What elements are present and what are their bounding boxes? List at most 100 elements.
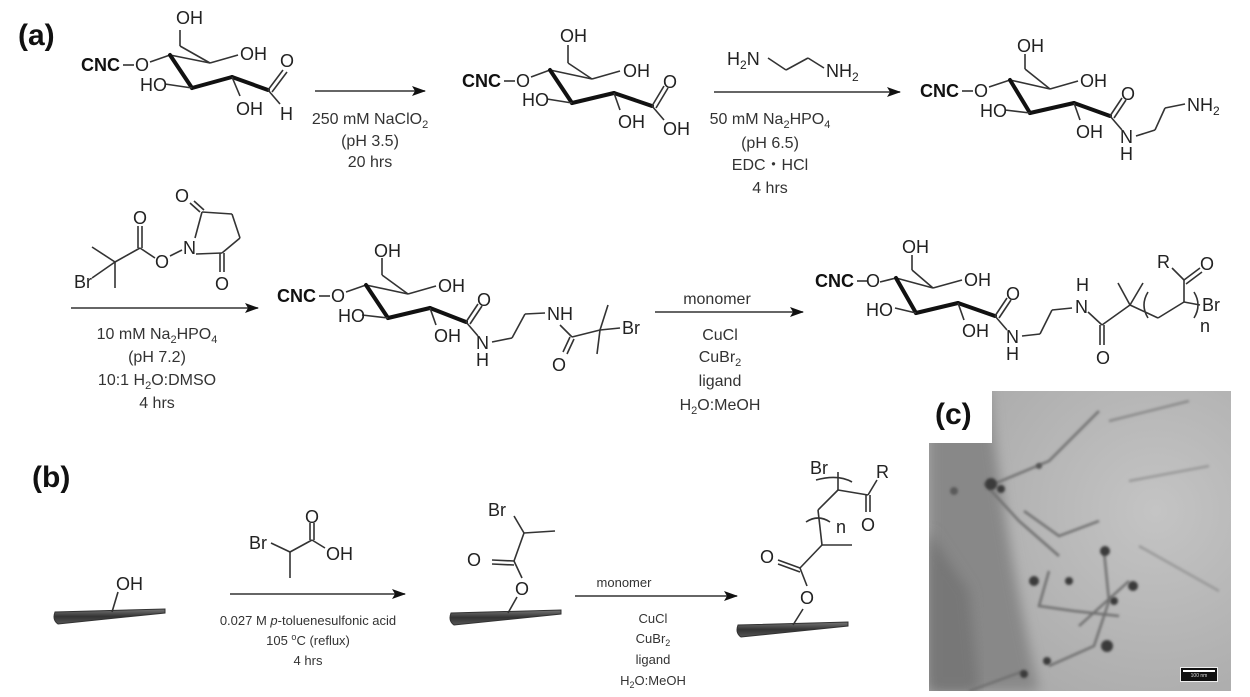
svg-text:10 mM Na2HPO4: 10 mM Na2HPO4 [97,326,218,346]
svg-text:OH: OH [663,119,690,139]
svg-text:OH: OH [560,26,587,46]
svg-text:250 mM NaClO2: 250 mM NaClO2 [312,111,428,131]
molecule-cnc-carboxylic-acid: CNC O OH OH HO OH O OH [462,26,690,139]
svg-text:O: O [467,550,481,570]
svg-text:OH: OH [1080,71,1107,91]
ethylenediamine-reagent: H2N NH2 [727,49,859,84]
svg-text:O: O [552,355,566,375]
svg-text:Br: Br [810,458,828,478]
svg-text:HO: HO [866,300,893,320]
svg-text:O: O [866,271,880,291]
svg-text:n: n [1200,316,1210,336]
svg-text:R: R [876,462,889,482]
svg-text:O: O [1096,348,1110,368]
svg-text:O: O [331,286,345,306]
svg-text:OH: OH [964,270,991,290]
bromopropionic-acid-reagent: Br O OH [249,507,353,578]
svg-text:O: O [1200,254,1214,274]
svg-text:Br: Br [249,533,267,553]
svg-text:O: O [760,547,774,567]
svg-text:Br: Br [74,272,92,292]
svg-text:O: O [133,208,147,228]
svg-text:Br: Br [1202,295,1220,315]
svg-text:OH: OH [623,61,650,81]
svg-text:OH: OH [1076,122,1103,142]
molecule-cnc-polymer-grafted: CNC O OH OH HO OH O N H H N O [815,237,1220,368]
tem-label-background [929,391,992,443]
svg-text:H: H [1120,144,1133,164]
svg-text:NH2: NH2 [826,61,859,84]
svg-text:O: O [1121,84,1135,104]
svg-text:0.027 M p-toluenesulfonic acid: 0.027 M p-toluenesulfonic acid [220,613,396,628]
svg-text:H2O:MeOH: H2O:MeOH [680,397,761,417]
svg-text:H2O:MeOH: H2O:MeOH [620,673,686,690]
svg-text:n: n [836,517,846,537]
svg-text:OH: OH [1017,36,1044,56]
svg-text:H2N: H2N [727,49,760,72]
svg-text:NH2: NH2 [1187,95,1220,118]
svg-text:OH: OH [374,241,401,261]
molecule-cnc-macroinitiator: CNC O OH OH HO OH O N H NH O Br [277,241,640,375]
svg-text:H: H [280,104,293,124]
conditions-b1: 0.027 M p-toluenesulfonic acid 105 oC (r… [220,613,396,668]
svg-text:O: O [215,274,229,294]
svg-text:H: H [476,350,489,370]
svg-text:O: O [974,81,988,101]
svg-text:4 hrs: 4 hrs [752,180,788,197]
svg-text:(pH 6.5): (pH 6.5) [741,135,799,152]
cnc-label: CNC [81,55,120,75]
svg-text:CuCl: CuCl [702,327,738,344]
tem-image-content [929,391,1231,691]
svg-text:H: H [1006,344,1019,364]
svg-text:OH: OH [176,8,203,28]
conditions-a4-monomer: monomer [683,291,751,308]
svg-text:Br: Br [622,318,640,338]
svg-text:CNC: CNC [815,271,854,291]
svg-text:O: O [1006,284,1020,304]
svg-text:H: H [1076,275,1089,295]
svg-text:O: O [516,71,530,91]
svg-text:OH: OH [438,276,465,296]
svg-text:CuCl: CuCl [639,611,668,626]
conditions-b2: CuCl CuBr2 ligand H2O:MeOH [620,611,686,690]
svg-text:4 hrs: 4 hrs [139,395,175,412]
svg-text:CNC: CNC [920,81,959,101]
molecule-cnc-aminoethyl-amide: CNC O OH OH HO OH O N H NH2 [920,36,1220,164]
svg-text:OH: OH [902,237,929,257]
svg-text:20 hrs: 20 hrs [348,154,392,171]
svg-text:O: O [861,515,875,535]
svg-text:OH: OH [434,326,461,346]
svg-text:OH: OH [116,574,143,594]
conditions-a2: 50 mM Na2HPO4 (pH 6.5) EDC・HCl 4 hrs [710,111,831,197]
cellulose-nanocrystal-polymer-grafted: O O n Br R O [736,458,889,638]
svg-text:Br: Br [488,500,506,520]
svg-text:50 mM Na2HPO4: 50 mM Na2HPO4 [710,111,831,131]
conditions-b2-monomer: monomer [597,575,653,590]
svg-text:O: O [477,290,491,310]
svg-text:EDC・HCl: EDC・HCl [732,157,808,174]
cellulose-nanocrystal-bromoester: O O Br [449,500,562,626]
svg-text:CuBr2: CuBr2 [699,349,742,369]
svg-text:O: O [800,588,814,608]
svg-text:O: O [155,252,169,272]
svg-text:N: N [476,333,489,353]
svg-text:HO: HO [980,101,1007,121]
svg-text:N: N [1006,327,1019,347]
svg-text:CuBr2: CuBr2 [636,631,671,648]
molecule-cnc-aldehyde: CNC O OH OH HO OH O H [81,8,294,124]
svg-text:10:1 H2O:DMSO: 10:1 H2O:DMSO [98,372,216,392]
svg-text:OH: OH [236,99,263,119]
svg-text:ligand: ligand [699,373,742,390]
svg-text:O: O [280,51,294,71]
svg-text:HO: HO [522,90,549,110]
svg-text:(pH 3.5): (pH 3.5) [341,133,399,150]
svg-text:HO: HO [140,75,167,95]
svg-text:OH: OH [326,544,353,564]
conditions-a3: 10 mM Na2HPO4 (pH 7.2) 10:1 H2O:DMSO 4 h… [97,326,218,412]
svg-text:CNC: CNC [462,71,501,91]
svg-text:OH: OH [962,321,989,341]
svg-text:HO: HO [338,306,365,326]
tem-micrograph [929,391,1231,691]
nhs-bromoisobutyrate-reagent: Br O O N O O [74,186,241,294]
